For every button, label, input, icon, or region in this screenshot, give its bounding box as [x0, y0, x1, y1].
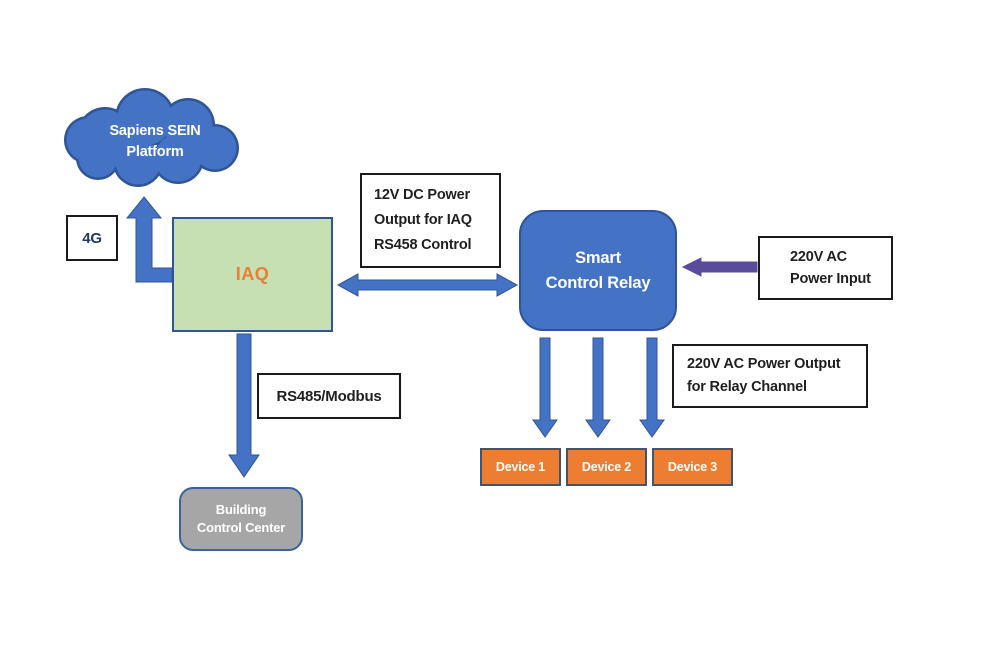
cloud-label-line1: Sapiens SEIN: [109, 123, 201, 139]
building-line2: Control Center: [196, 520, 286, 535]
node-4g: 4G: [66, 215, 118, 261]
cloud-label-line2: Platform: [126, 144, 184, 160]
node-device-3: Device 3: [652, 448, 733, 486]
arrow-power-input-to-relay: [681, 257, 758, 277]
cloud-shape: [64, 88, 239, 187]
relay-line1: Smart: [575, 248, 621, 267]
node-220v-power-input: 220V AC Power Input: [758, 236, 893, 300]
rs485-label: RS485/Modbus: [276, 387, 382, 405]
cloud-platform-label: Sapiens SEIN Platform: [80, 118, 230, 166]
arrow-relay-to-device-1: [532, 337, 558, 438]
output-line1: 220V AC Power Output: [687, 356, 841, 372]
node-device-2: Device 2: [566, 448, 647, 486]
output-line2: for Relay Channel: [687, 379, 807, 395]
4g-label: 4G: [82, 229, 102, 247]
arrow-relay-to-device-3: [639, 337, 665, 438]
node-device-1: Device 1: [480, 448, 561, 486]
arrow-relay-to-device-2: [585, 337, 611, 438]
iaq-label: IAQ: [235, 264, 270, 284]
arrow-iaq-to-cloud: [125, 196, 173, 283]
input-line2: Power Input: [790, 271, 871, 287]
arrow-iaq-relay-bidirectional: [336, 273, 519, 297]
arrow-iaq-to-building: [228, 333, 260, 478]
device-3-label: Device 3: [667, 460, 718, 474]
node-smart-control-relay: Smart Control Relay: [519, 210, 677, 331]
input-line1: 220V AC: [790, 249, 847, 265]
12v-line3: RS458 Control: [374, 237, 472, 253]
node-12v-dc-power: 12V DC Power Output for IAQ RS458 Contro…: [360, 173, 501, 268]
building-line1: Building: [215, 502, 267, 517]
node-building-control-center: Building Control Center: [179, 487, 303, 551]
12v-line1: 12V DC Power: [374, 187, 470, 203]
node-iaq: IAQ: [172, 217, 333, 332]
12v-line2: Output for IAQ: [374, 212, 472, 228]
device-2-label: Device 2: [581, 460, 632, 474]
relay-line2: Control Relay: [545, 273, 651, 292]
node-220v-power-output: 220V AC Power Output for Relay Channel: [672, 344, 868, 408]
device-1-label: Device 1: [495, 460, 546, 474]
node-rs485-modbus: RS485/Modbus: [257, 373, 401, 419]
